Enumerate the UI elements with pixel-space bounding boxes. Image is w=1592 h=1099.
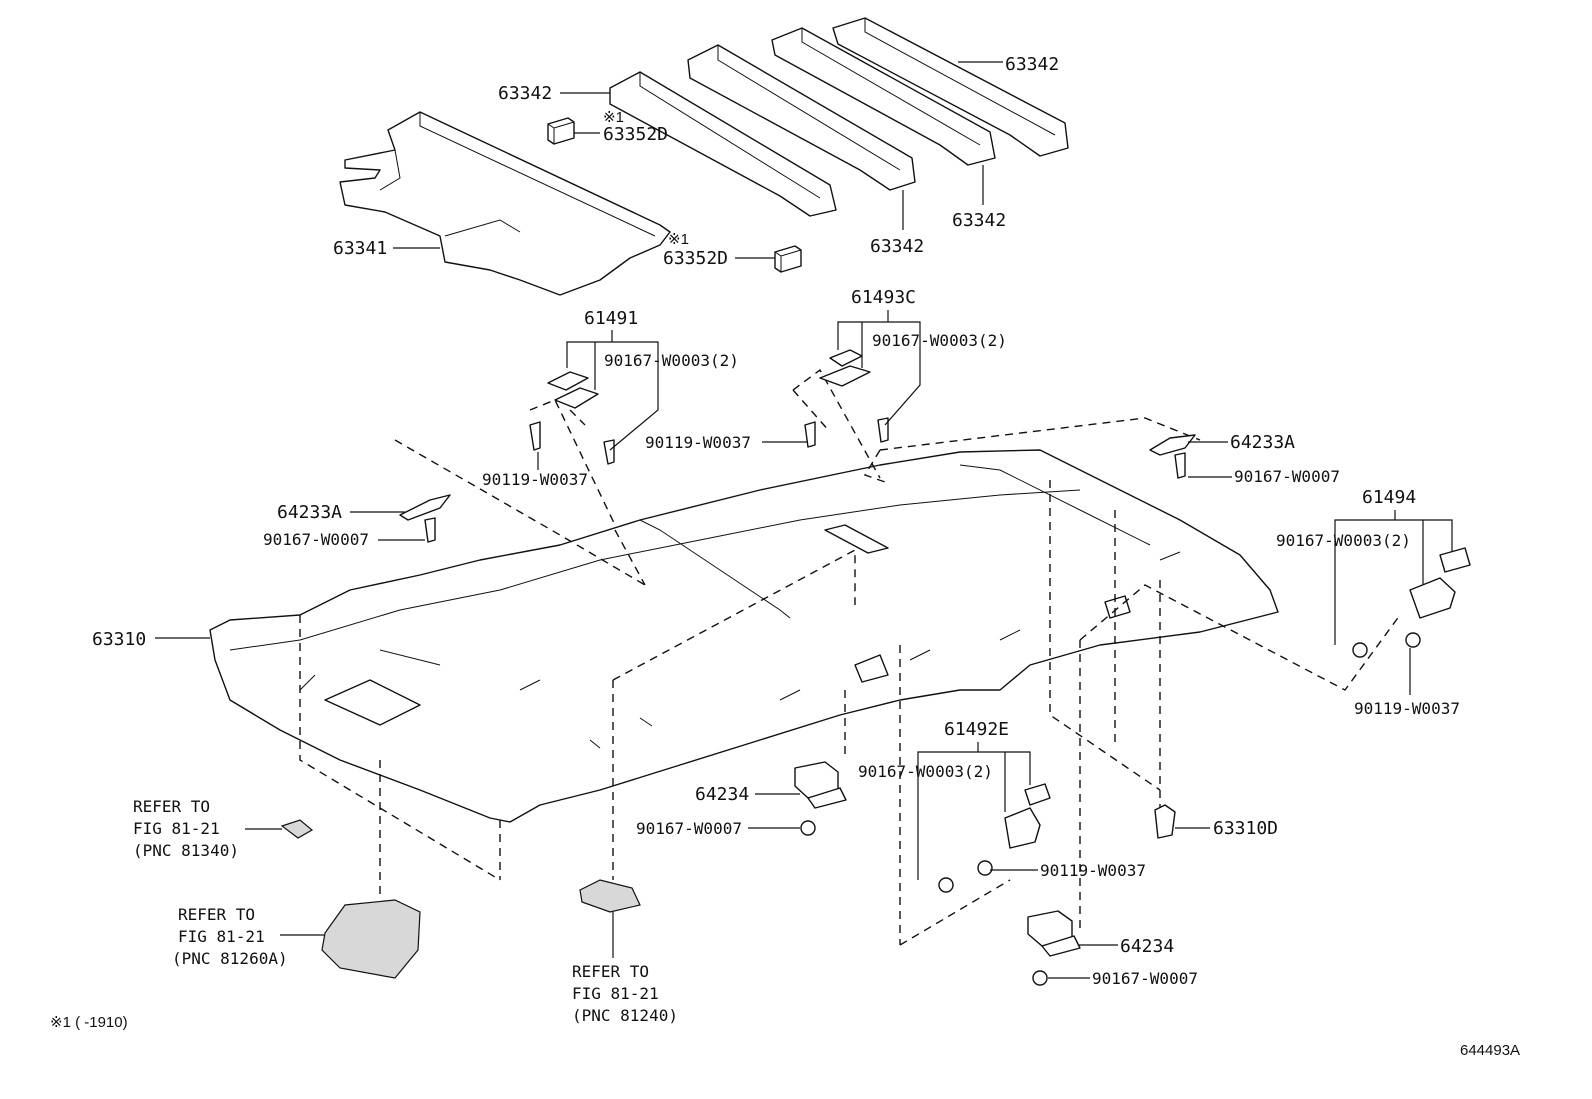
svg-text:REFER TO: REFER TO	[572, 962, 649, 981]
assembly-lines	[299, 368, 1401, 946]
label-64233A-right: 64233A	[1230, 432, 1295, 453]
svg-text:FIG 81-21: FIG 81-21	[572, 984, 659, 1003]
label-63342-mid: 63342	[870, 236, 924, 257]
label-63310D: 63310D	[1213, 818, 1278, 839]
svg-text:(PNC 81240): (PNC 81240)	[572, 1006, 678, 1025]
refer-note-81340: REFER TO FIG 81-21 (PNC 81340)	[133, 797, 239, 860]
screws	[424, 417, 1421, 986]
roof-pad-63342-4[interactable]	[832, 17, 1069, 157]
assist-grip-cap-64233A-1[interactable]	[399, 494, 451, 521]
label-63342-right: 63342	[952, 210, 1006, 231]
svg-text:REFER TO: REFER TO	[133, 797, 210, 816]
label-90119-W0037-61491: 90119-W0037	[482, 470, 588, 489]
label-64233A-left: 64233A	[277, 502, 342, 523]
lamp-81340[interactable]	[280, 819, 314, 839]
refer-note-81260A: REFER TO FIG 81-21 (PNC 81260A)	[172, 905, 288, 968]
svg-text:FIG 81-21: FIG 81-21	[133, 819, 220, 838]
spacer-block-63352D-1[interactable]	[547, 117, 575, 145]
label-90167-W0007-lower: 90167-W0007	[1092, 969, 1198, 988]
clip-63310D[interactable]	[1154, 804, 1176, 839]
label-90119-W0037-61494: 90119-W0037	[1354, 699, 1460, 718]
label-90167-W0007-right: 90167-W0007	[1234, 467, 1340, 486]
label-90167-W0007-left: 90167-W0007	[263, 530, 369, 549]
label-64234-lower: 64234	[1120, 936, 1174, 957]
label-61491: 61491	[584, 308, 638, 329]
bracket-61491[interactable]	[547, 371, 599, 409]
assist-grip-cap-64233A-2[interactable]	[1149, 434, 1196, 456]
label-90167-W0003-61492E: 90167-W0003(2)	[858, 762, 993, 781]
label-90119-W0037-61492E: 90119-W0037	[1040, 861, 1146, 880]
roof-headliner-63310[interactable]	[209, 449, 1279, 823]
label-61493C: 61493C	[851, 287, 916, 308]
svg-text:REFER TO: REFER TO	[178, 905, 255, 924]
svg-text:(PNC 81340): (PNC 81340)	[133, 841, 239, 860]
label-63341: 63341	[333, 238, 387, 259]
bracket-61493C[interactable]	[819, 349, 871, 387]
refer-note-81240: REFER TO FIG 81-21 (PNC 81240)	[572, 962, 678, 1025]
label-90119-W0037-61493C: 90119-W0037	[645, 433, 751, 452]
diagram-id: 644493A	[1460, 1042, 1520, 1059]
label-63310: 63310	[92, 629, 146, 650]
label-mark1-upper: ※1	[603, 109, 624, 126]
roof-pad-63342-3[interactable]	[771, 27, 996, 166]
label-61492E: 61492E	[944, 719, 1009, 740]
bracket-61492E[interactable]	[1004, 783, 1051, 849]
spacer-block-63352D-2[interactable]	[774, 245, 802, 273]
label-63352D-upper: 63352D	[603, 124, 668, 145]
label-90167-W0003-61493C: 90167-W0003(2)	[872, 331, 1007, 350]
lamp-81240[interactable]	[579, 879, 641, 913]
label-mark1-lower: ※1	[668, 231, 689, 248]
svg-text:(PNC 81260A): (PNC 81260A)	[172, 949, 288, 968]
label-90167-W0003-61491: 90167-W0003(2)	[604, 351, 739, 370]
label-63342-left: 63342	[498, 83, 552, 104]
coat-hook-64234-2[interactable]	[1027, 910, 1081, 957]
label-90167-W0007-upper: 90167-W0007	[636, 819, 742, 838]
bracket-61494[interactable]	[1409, 547, 1471, 619]
roof-pad-63342-1[interactable]	[609, 71, 837, 217]
svg-text:FIG 81-21: FIG 81-21	[178, 927, 265, 946]
roof-pad-63342-2[interactable]	[687, 44, 916, 191]
lamp-81260A[interactable]	[321, 899, 421, 979]
label-63352D-lower: 63352D	[663, 248, 728, 269]
coat-hook-64234-1[interactable]	[794, 761, 847, 809]
headliner-pad-63341[interactable]	[339, 111, 671, 296]
label-61494: 61494	[1362, 487, 1416, 508]
footnote-mark1: ※1 ( -1910)	[50, 1014, 128, 1031]
label-64234-upper: 64234	[695, 784, 749, 805]
label-63342-top: 63342	[1005, 54, 1059, 75]
label-90167-W0003-61494: 90167-W0003(2)	[1276, 531, 1411, 550]
leader-lines	[155, 61, 1453, 979]
